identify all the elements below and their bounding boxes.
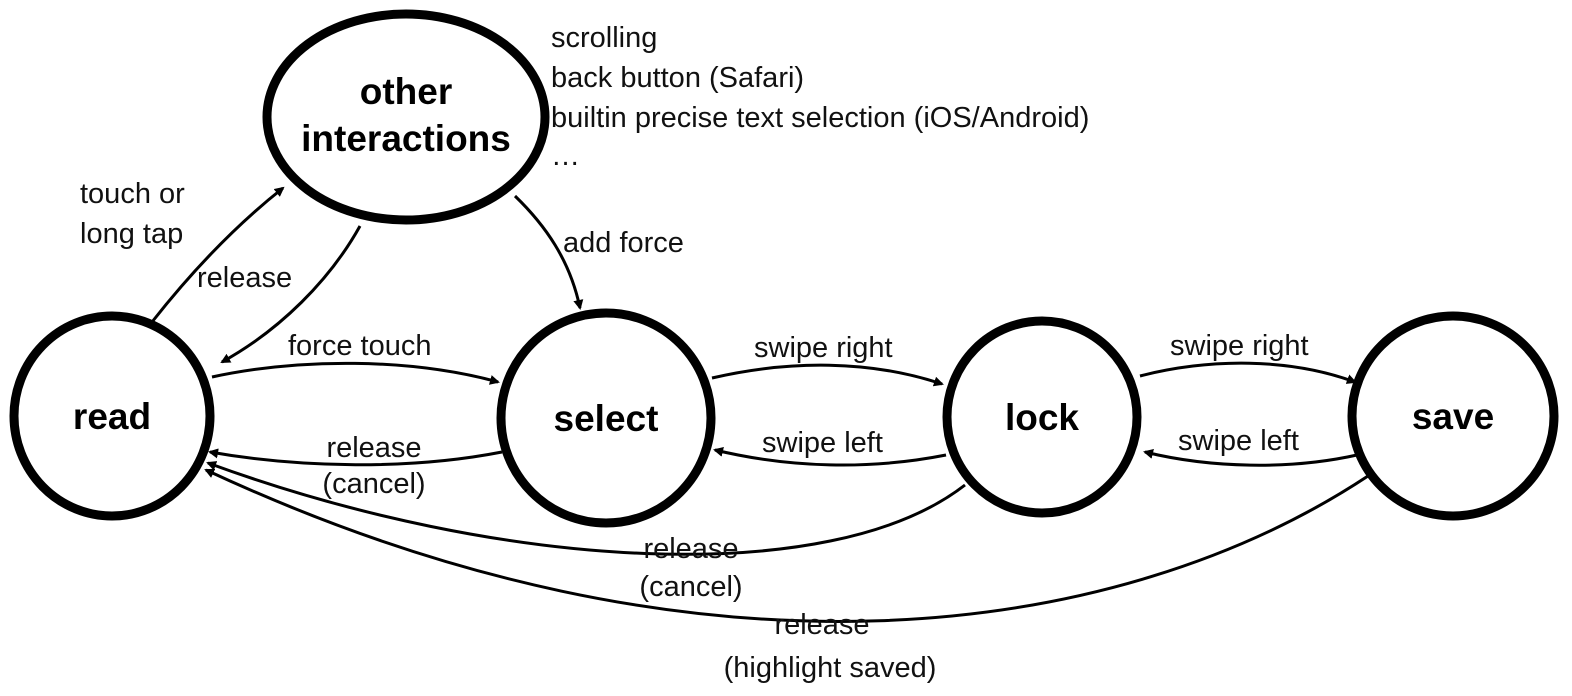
- label-read-to-select: force touch: [288, 330, 431, 362]
- edge-other-to-read: [220, 225, 362, 364]
- label-lock-to-read-line2: (cancel): [639, 571, 742, 603]
- edge-save-to-lock: [1143, 449, 1358, 467]
- label-other-to-read: release: [197, 262, 292, 294]
- edge-select-to-read: [208, 448, 503, 467]
- note-line-4: …: [551, 140, 580, 172]
- edge-other-to-select: [513, 194, 584, 310]
- label-select-to-lock: swipe right: [754, 332, 893, 364]
- note-line-1: scrolling: [551, 22, 657, 54]
- label-lock-to-select: swipe left: [762, 427, 883, 459]
- state-label-save: save: [1412, 396, 1494, 437]
- edges: [150, 186, 1369, 623]
- label-lock-to-save: swipe right: [1170, 330, 1309, 362]
- state-save: save: [1347, 311, 1559, 521]
- state-label-read: read: [73, 396, 151, 437]
- state-label-other-line1: other: [360, 71, 453, 112]
- state-node-select: [496, 308, 716, 528]
- state-node-other: [262, 9, 550, 225]
- state-other-interactions: other interactions: [262, 9, 550, 225]
- label-other-to-select: add force: [563, 227, 684, 259]
- edge-lock-to-select: [713, 447, 947, 467]
- state-node-lock: [942, 316, 1142, 518]
- label-save-to-lock: swipe left: [1178, 425, 1299, 457]
- edge-select-to-lock: [711, 363, 944, 387]
- edge-read-to-other: [150, 186, 285, 323]
- state-node-save: [1347, 311, 1559, 521]
- state-label-other-line2: interactions: [301, 118, 511, 159]
- label-lock-to-read-line1: release: [643, 533, 738, 565]
- edge-read-to-select: [211, 361, 500, 385]
- state-node-read: [9, 311, 215, 521]
- state-select: select: [496, 308, 716, 528]
- other-interactions-note: scrolling back button (Safari) builtin p…: [551, 22, 1089, 172]
- label-save-to-read-line2: (highlight saved): [724, 652, 937, 684]
- state-label-select: select: [554, 398, 659, 439]
- edge-save-to-read: [204, 468, 1369, 623]
- edge-labels: touch or long tap release add force forc…: [80, 178, 1309, 684]
- state-read: read: [9, 311, 215, 521]
- state-lock: lock: [942, 316, 1142, 518]
- label-read-to-other-line2: long tap: [80, 218, 183, 250]
- label-select-to-read-line1: release: [326, 432, 421, 464]
- edge-lock-to-save: [1139, 361, 1357, 384]
- note-line-3: builtin precise text selection (iOS/Andr…: [551, 102, 1089, 134]
- label-read-to-other-line1: touch or: [80, 178, 185, 210]
- label-save-to-read-line1: release: [774, 609, 869, 641]
- edge-lock-to-read: [206, 461, 966, 556]
- state-label-lock: lock: [1005, 397, 1079, 438]
- note-line-2: back button (Safari): [551, 62, 804, 94]
- label-select-to-read-line2: (cancel): [322, 468, 425, 500]
